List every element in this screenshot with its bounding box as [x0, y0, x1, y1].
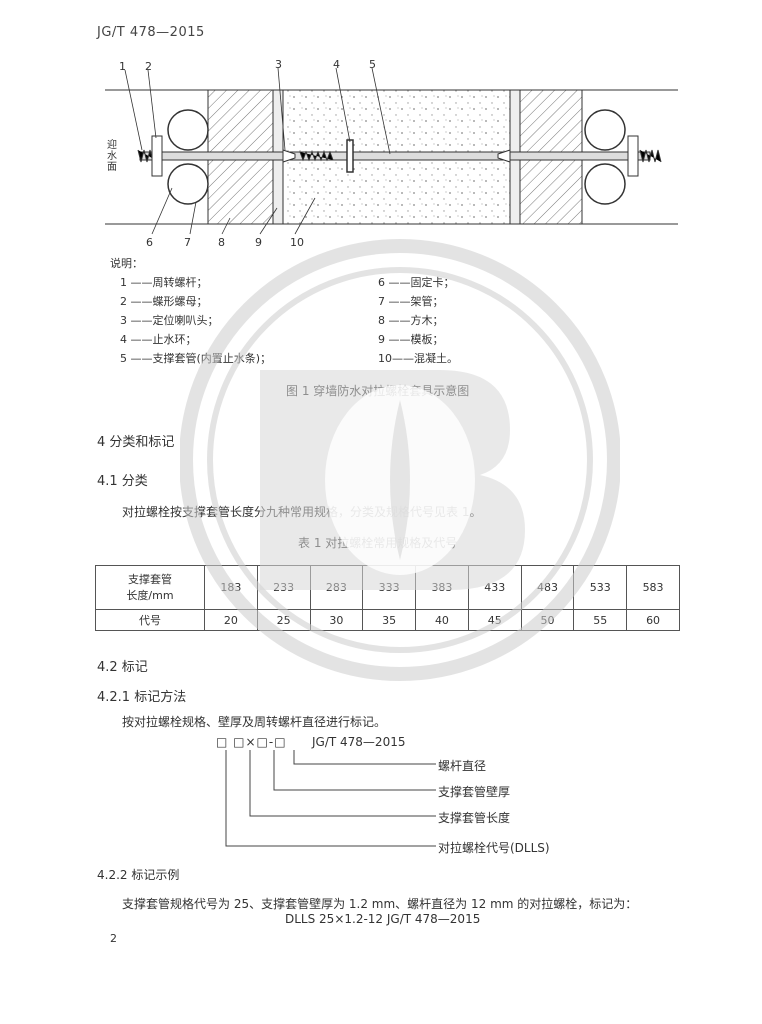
- subsection-heading: 4.2.1 标记方法: [97, 690, 187, 705]
- part-number-6: 6: [146, 236, 153, 249]
- table-cell: 20: [204, 609, 258, 631]
- table-cell: 333: [362, 565, 417, 610]
- paragraph: 按对拉螺栓规格、壁厚及周转螺杆直径进行标记。: [122, 715, 387, 729]
- table-cell: 433: [467, 565, 522, 610]
- part-number-2: 2: [145, 60, 152, 73]
- table-row: 支撑套管 长度/mm 183 233 283 333 383 433 483 5…: [95, 565, 680, 610]
- part-number-1: 1: [119, 60, 126, 73]
- table-cell: 35: [362, 609, 417, 631]
- water-side-label: 迎水面: [107, 140, 117, 173]
- table-cell: 583: [626, 565, 680, 610]
- marking-leader-lines: [225, 750, 436, 847]
- table-cell: 60: [626, 609, 680, 631]
- section-heading: 4 分类和标记: [97, 435, 175, 450]
- part-number-9: 9: [255, 236, 262, 249]
- part-number-4: 4: [333, 58, 340, 71]
- legend-item: 1 ——周转螺杆；: [120, 276, 208, 289]
- table-cell: 25: [256, 609, 311, 631]
- part-number-3: 3: [275, 58, 282, 71]
- paragraph: 支撑套管规格代号为 25、支撑套管壁厚为 1.2 mm、螺杆直径为 12 mm …: [122, 897, 638, 911]
- spec-table: 支撑套管 长度/mm 183 233 283 333 383 433 483 5…: [95, 565, 680, 631]
- marking-label-bolt-diameter: 螺杆直径: [438, 759, 487, 773]
- legend-item: 8 ——方木；: [378, 314, 444, 327]
- figure-caption: 图 1 穿墙防水对拉螺栓套具示意图: [286, 384, 470, 398]
- table-caption: 表 1 对拉螺栓常用规格及代号: [298, 536, 458, 550]
- table-cell: 30: [309, 609, 364, 631]
- table-cell: 383: [415, 565, 469, 610]
- part-number-5: 5: [369, 58, 376, 71]
- table-cell: 533: [573, 565, 628, 610]
- table-cell: 283: [309, 565, 364, 610]
- table-cell: 40: [415, 609, 469, 631]
- part-number-7: 7: [184, 236, 191, 249]
- legend-item: 5 ——支撑套管(内置止水条)；: [120, 352, 272, 365]
- part-number-10: 10: [290, 236, 304, 249]
- table-header-cell: 支撑套管 长度/mm: [95, 565, 205, 610]
- legend-item: 3 ——定位喇叭头；: [120, 314, 219, 327]
- table-cell: 233: [256, 565, 311, 610]
- marking-example: DLLS 25×1.2-12 JG/T 478—2015: [285, 912, 481, 926]
- legend-item: 10——混凝土。: [378, 352, 458, 365]
- table-cell: 55: [573, 609, 628, 631]
- subsection-heading: 4.2.2 标记示例: [97, 868, 180, 882]
- table-cell: 483: [520, 565, 575, 610]
- subsection-heading: 4.2 标记: [97, 660, 148, 675]
- marking-label-bolt-code: 对拉螺栓代号(DLLS): [438, 841, 550, 855]
- table-row: 代号 20 25 30 35 40 45 50 55 60: [95, 609, 680, 631]
- legend-item: 4 ——止水环；: [120, 333, 197, 346]
- legend-item: 2 ——蝶形螺母；: [120, 295, 208, 308]
- table-cell: 183: [204, 565, 258, 610]
- part-number-8: 8: [218, 236, 225, 249]
- table-header-cell: 代号: [95, 609, 205, 631]
- legend-item: 7 ——架管；: [378, 295, 444, 308]
- legend-title: 说明：: [110, 257, 143, 270]
- page-number: 2: [110, 932, 117, 945]
- marking-code-boxes: □ □×□-□: [216, 735, 287, 749]
- marking-label-sleeve-length: 支撑套管长度: [438, 811, 511, 825]
- standard-code-header: JG/T 478—2015: [97, 25, 205, 40]
- table-cell: 50: [520, 609, 575, 631]
- bolt-assembly-diagram: [105, 67, 678, 235]
- paragraph: 对拉螺栓按支撑套管长度分九种常用规格，分类及规格代号见表 1。: [122, 505, 482, 519]
- table-cell: 45: [467, 609, 522, 631]
- legend-item: 6 ——固定卡；: [378, 276, 455, 289]
- legend-item: 9 ——模板；: [378, 333, 444, 346]
- marking-label-wall-thickness: 支撑套管壁厚: [438, 785, 511, 799]
- marking-code-standard: JG/T 478—2015: [312, 735, 406, 749]
- subsection-heading: 4.1 分类: [97, 474, 148, 489]
